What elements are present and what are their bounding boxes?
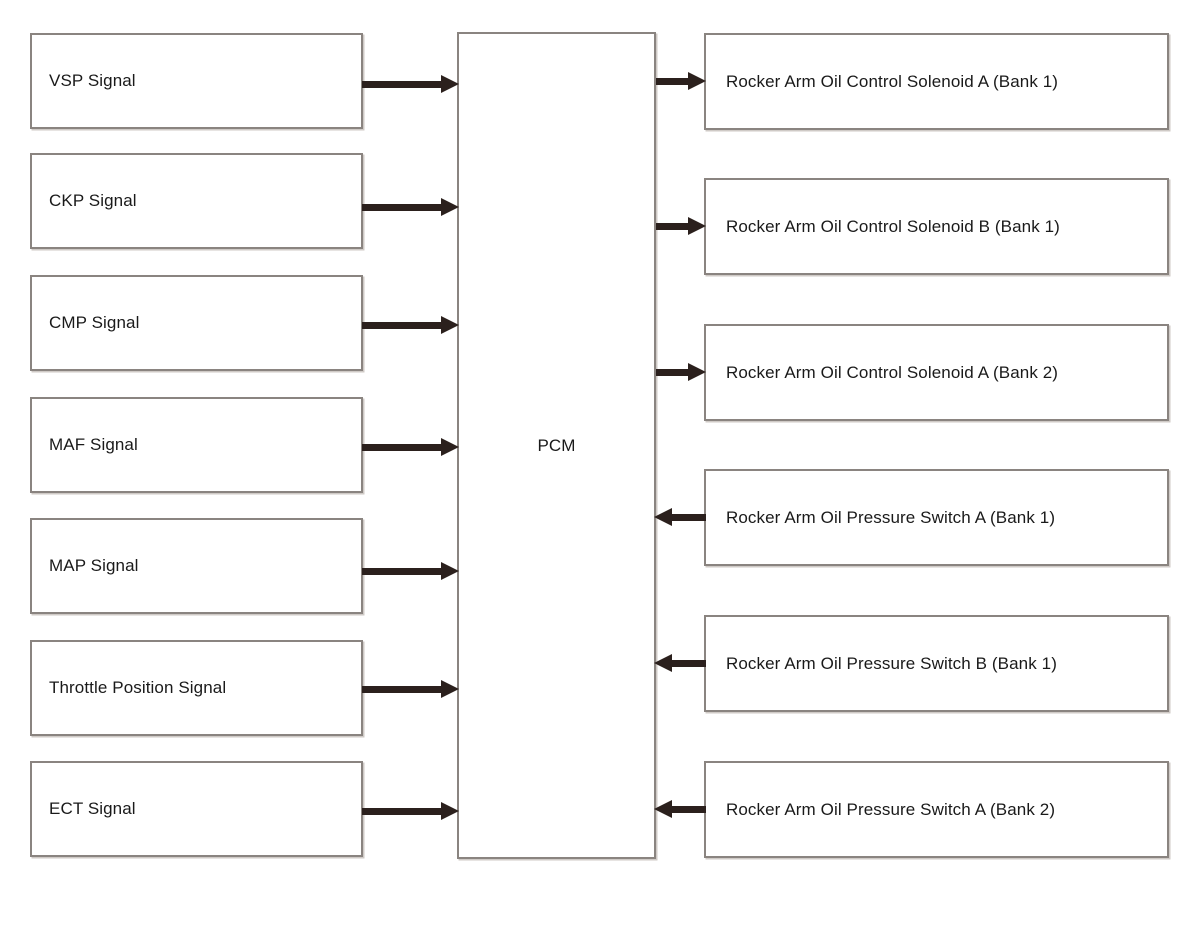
arrow-shaft: [656, 78, 692, 85]
arrow-shaft: [362, 204, 445, 211]
input-node-vsp-signal[interactable]: VSP Signal: [30, 33, 363, 129]
arrow-head-right-icon: [441, 680, 459, 698]
output-node-label: Rocker Arm Oil Control Solenoid A (Bank …: [726, 362, 1059, 382]
arrow-shaft: [362, 568, 445, 575]
arrow-shaft: [362, 322, 445, 329]
arrow-head-right-icon: [688, 72, 706, 90]
input-node-maf-signal[interactable]: MAF Signal: [30, 397, 363, 493]
input-node-throttle-position-signal[interactable]: Throttle Position Signal: [30, 640, 363, 736]
arrow-shaft: [668, 514, 706, 521]
arrow-shaft: [668, 660, 706, 667]
input-node-map-signal[interactable]: MAP Signal: [30, 518, 363, 614]
input-node-label: VSP Signal: [49, 71, 136, 90]
arrow-head-right-icon: [441, 198, 459, 216]
arrow-head-left-icon: [654, 800, 672, 818]
output-node-rocker-arm-oil-control-solenoid-a-bank-2[interactable]: Rocker Arm Oil Control Solenoid A (Bank …: [704, 324, 1169, 421]
input-node-label: ECT Signal: [49, 799, 136, 818]
output-node-rocker-arm-oil-pressure-switch-b-bank-1[interactable]: Rocker Arm Oil Pressure Switch B (Bank 1…: [704, 615, 1169, 712]
arrow-shaft: [362, 686, 445, 693]
pcm-node[interactable]: PCM: [457, 32, 656, 859]
input-node-label: MAP Signal: [49, 556, 139, 575]
output-node-rocker-arm-oil-control-solenoid-b-bank-1[interactable]: Rocker Arm Oil Control Solenoid B (Bank …: [704, 178, 1169, 275]
input-node-label: MAF Signal: [49, 435, 138, 454]
output-node-label: Rocker Arm Oil Control Solenoid B (Bank …: [726, 216, 1060, 236]
arrow-head-right-icon: [441, 438, 459, 456]
input-node-label: Throttle Position Signal: [49, 678, 227, 697]
arrow-shaft: [656, 223, 692, 230]
arrow-head-right-icon: [688, 217, 706, 235]
output-node-label: Rocker Arm Oil Control Solenoid A (Bank …: [726, 71, 1059, 91]
arrow-head-left-icon: [654, 654, 672, 672]
arrow-shaft: [362, 81, 445, 88]
output-node-label: Rocker Arm Oil Pressure Switch B (Bank 1…: [726, 653, 1057, 673]
input-node-ckp-signal[interactable]: CKP Signal: [30, 153, 363, 249]
arrow-shaft: [362, 808, 445, 815]
input-node-ect-signal[interactable]: ECT Signal: [30, 761, 363, 857]
output-node-label: Rocker Arm Oil Pressure Switch A (Bank 2…: [726, 799, 1056, 819]
output-node-rocker-arm-oil-pressure-switch-a-bank-1[interactable]: Rocker Arm Oil Pressure Switch A (Bank 1…: [704, 469, 1169, 566]
arrow-head-right-icon: [441, 316, 459, 334]
arrow-shaft: [656, 369, 692, 376]
input-node-cmp-signal[interactable]: CMP Signal: [30, 275, 363, 371]
output-node-rocker-arm-oil-control-solenoid-a-bank-1[interactable]: Rocker Arm Oil Control Solenoid A (Bank …: [704, 33, 1169, 130]
arrow-head-right-icon: [688, 363, 706, 381]
arrow-head-right-icon: [441, 802, 459, 820]
arrow-head-left-icon: [654, 508, 672, 526]
output-node-label: Rocker Arm Oil Pressure Switch A (Bank 1…: [726, 507, 1056, 527]
arrow-shaft: [362, 444, 445, 451]
output-node-rocker-arm-oil-pressure-switch-a-bank-2[interactable]: Rocker Arm Oil Pressure Switch A (Bank 2…: [704, 761, 1169, 858]
input-node-label: CMP Signal: [49, 313, 140, 332]
arrow-head-right-icon: [441, 75, 459, 93]
arrow-shaft: [668, 806, 706, 813]
pcm-node-label: PCM: [537, 435, 576, 455]
input-node-label: CKP Signal: [49, 191, 137, 210]
arrow-head-right-icon: [441, 562, 459, 580]
